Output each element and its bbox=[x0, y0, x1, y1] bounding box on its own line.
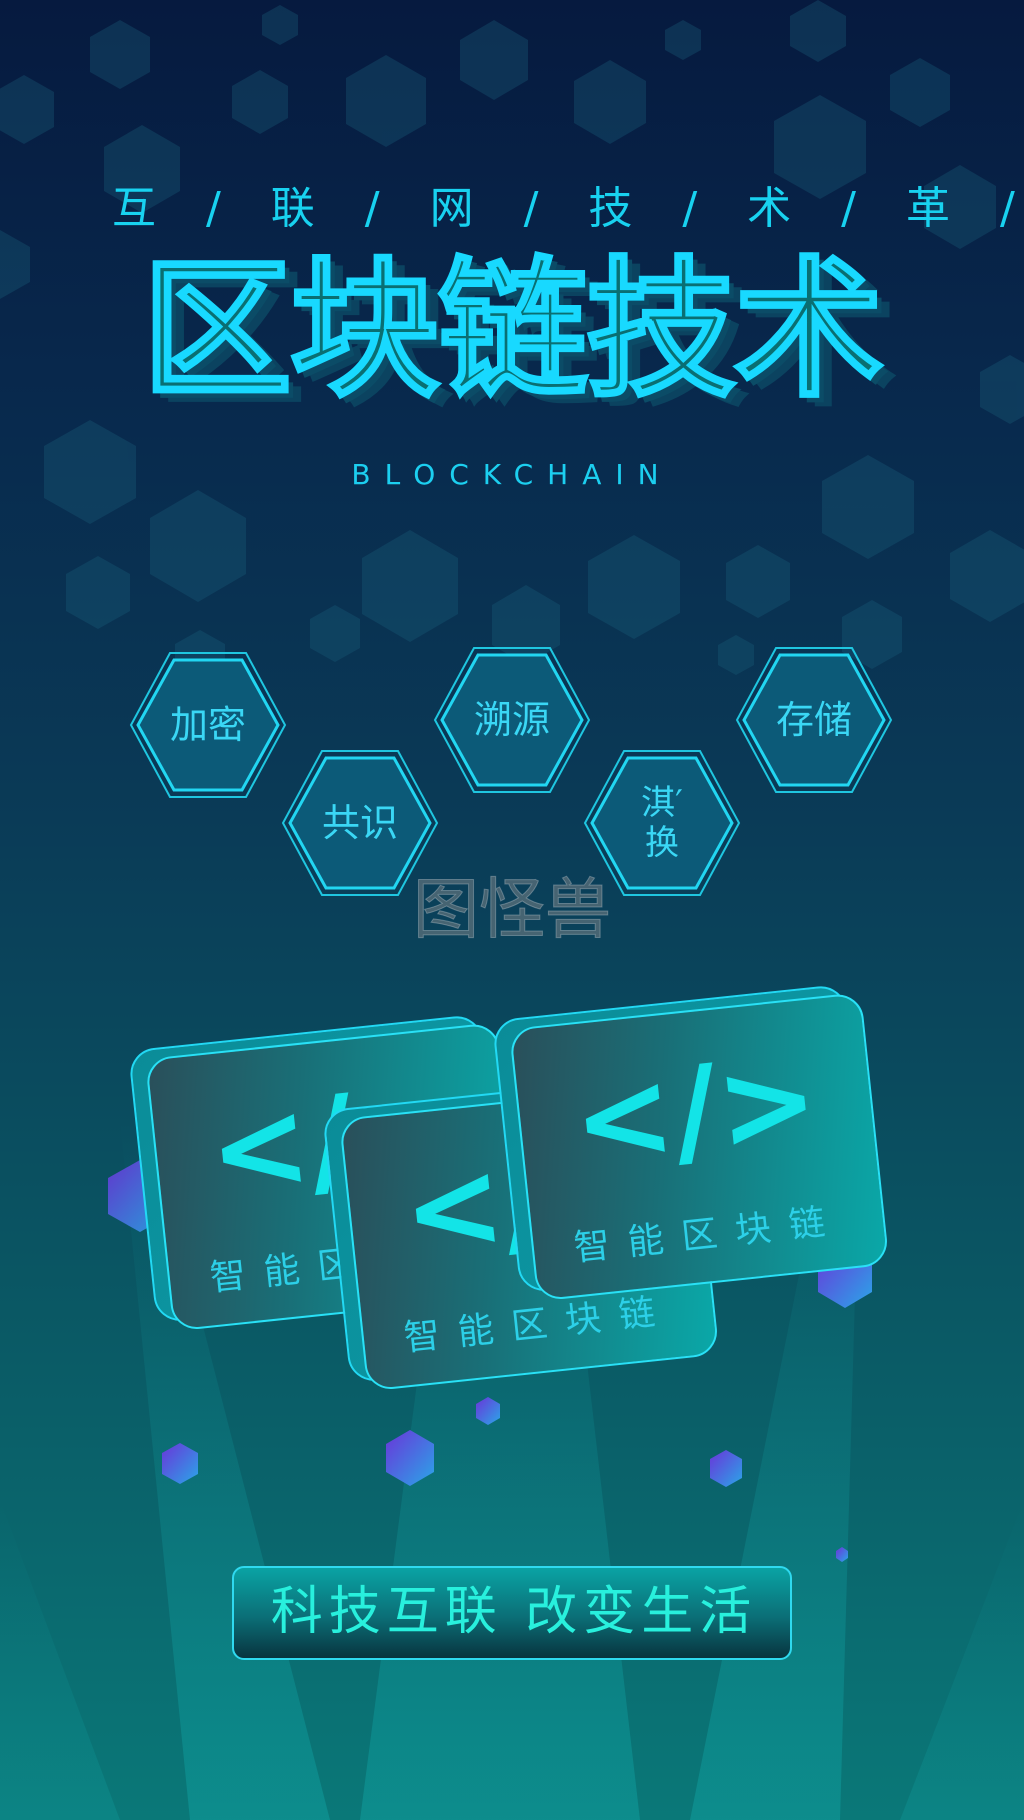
hex-tag-label: 加密 bbox=[169, 703, 246, 747]
hex-tag-label: 溯源 bbox=[473, 698, 550, 742]
hex-tag-label: 存储 bbox=[775, 698, 852, 742]
card-face: </> 智能区块链 bbox=[508, 992, 890, 1302]
hex-tag-encryption[interactable]: 加密 bbox=[128, 650, 288, 800]
latin-title: BLOCKCHAIN bbox=[351, 458, 673, 491]
hex-tag-traceability[interactable]: 溯源 bbox=[432, 645, 592, 795]
hexagon-badge-icon bbox=[433, 647, 591, 793]
hexagon-badge-icon bbox=[583, 750, 741, 896]
bg-hexagons bbox=[0, 0, 1024, 687]
card-label: 智能区块链 bbox=[572, 1200, 845, 1270]
hexagon-badge-icon bbox=[735, 647, 893, 793]
hex-tag-label: 共识 bbox=[321, 801, 398, 845]
watermark-logo: 图怪兽 bbox=[413, 871, 612, 949]
hex-tag-label: 淇′换 bbox=[641, 783, 683, 863]
hex-tag-exchange[interactable]: 淇′换 bbox=[582, 748, 742, 898]
subtitle: 互 / 联 / 网 / 技 / 术 / 革 / 命 bbox=[112, 183, 1024, 234]
code-brackets-icon: </> bbox=[566, 1029, 825, 1194]
cta-label: 科技互联 改变生活 bbox=[270, 1582, 758, 1642]
hexagon-badge-icon bbox=[129, 652, 287, 798]
hexagon-badge-icon bbox=[281, 750, 439, 896]
headline: 区块链技术 bbox=[140, 243, 885, 420]
hex-tag-storage[interactable]: 存储 bbox=[734, 645, 894, 795]
cta-banner[interactable]: 科技互联 改变生活 bbox=[232, 1566, 792, 1660]
code-card-right[interactable]: </> 智能区块链 bbox=[491, 983, 890, 1302]
hex-tag-consensus[interactable]: 共识 bbox=[280, 748, 440, 898]
